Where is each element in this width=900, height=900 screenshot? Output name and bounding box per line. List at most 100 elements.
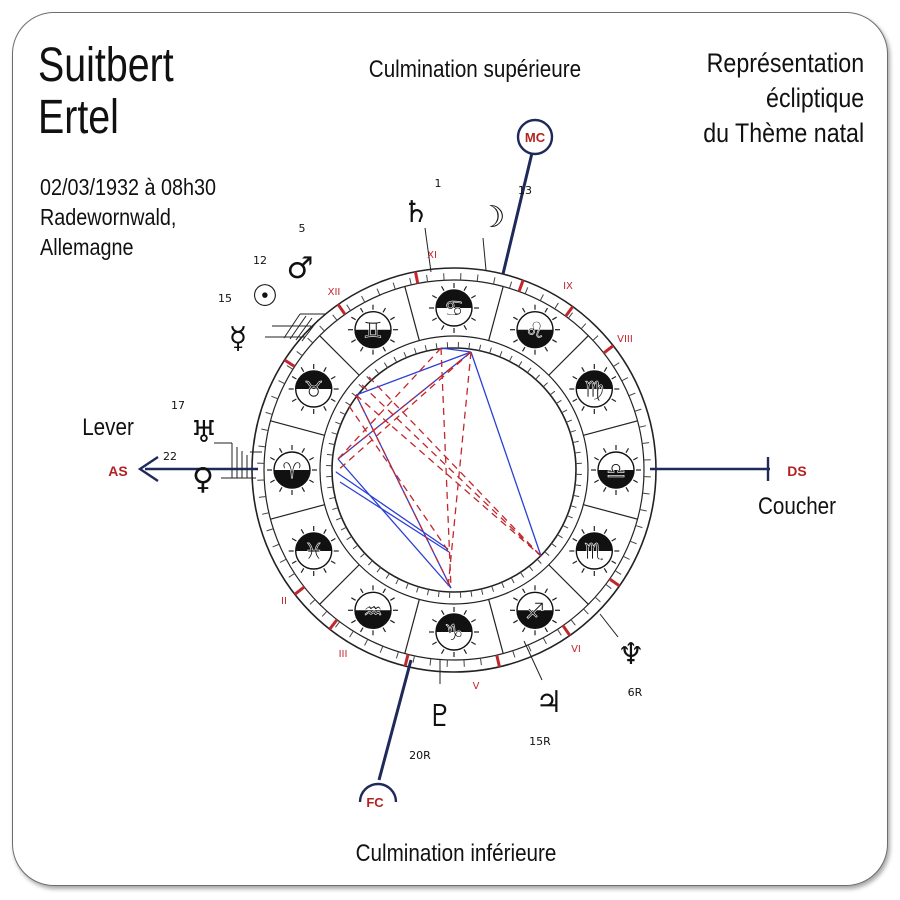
- house-label: XI: [427, 250, 437, 261]
- mars-degree: 5: [299, 222, 306, 235]
- degree-tick: [426, 274, 429, 282]
- degree-tick: [570, 619, 576, 626]
- degree-tick: [575, 484, 582, 487]
- house-label: II: [281, 596, 287, 607]
- sagittarius-sign: ♐: [510, 585, 560, 636]
- subject-first-name: Suitbert: [38, 39, 174, 92]
- degree-tick: [594, 596, 601, 603]
- degree-tick: [258, 445, 266, 448]
- degree-tick: [574, 451, 581, 454]
- aspect-line: [368, 376, 542, 557]
- degree-tick: [561, 409, 568, 414]
- degree-tick: [405, 582, 409, 589]
- degree-tick: [535, 374, 541, 380]
- degree-tick: [374, 368, 380, 375]
- degree-tick: [527, 644, 532, 652]
- pluto-degree: 20R: [409, 749, 431, 762]
- aspect-line: [337, 351, 472, 460]
- aquarius-icon: ♒: [363, 599, 383, 624]
- degree-tick: [639, 425, 647, 428]
- libra-sign: ♎: [591, 445, 641, 495]
- axis-mc-fc: [358, 118, 554, 803]
- degree-tick: [491, 585, 495, 592]
- degree-tick: [286, 365, 294, 370]
- zodiac-signs: ♈♉♊♋♌♍♎♏♐♑♒♓: [267, 283, 641, 657]
- sign-dividers: [270, 286, 638, 654]
- degree-tick: [340, 526, 347, 531]
- degree-tick: [261, 428, 269, 431]
- aquarius-sign: ♒: [348, 585, 398, 636]
- degree-tick: [329, 496, 336, 500]
- degree-tick: [332, 507, 339, 511]
- aspect-line: [348, 405, 450, 553]
- degree-tick: [479, 658, 482, 666]
- degree-tick: [583, 608, 589, 615]
- taurus-icon: ♉: [304, 378, 324, 403]
- degree-tick: [592, 335, 599, 341]
- aspect-line: [339, 481, 450, 553]
- house-cusp-tick: [403, 653, 410, 667]
- moon-degree: 13: [518, 184, 532, 197]
- house-label: III: [339, 649, 348, 660]
- degree-tick: [328, 442, 335, 446]
- degree-tick: [536, 558, 542, 564]
- capricorn-sign: ♑: [429, 607, 479, 657]
- degree-tick: [566, 419, 573, 423]
- birth-place-country: Allemagne: [40, 234, 134, 260]
- saturn-degree: 1: [435, 177, 442, 190]
- degree-tick: [346, 536, 352, 541]
- midheaven-label: MC: [525, 130, 546, 145]
- degree-tick: [544, 551, 550, 557]
- degree-tick: [499, 351, 503, 358]
- degree-tick: [392, 282, 396, 290]
- birth-date: 02/03/1932 à 08h30: [40, 174, 217, 200]
- degree-tick: [527, 367, 532, 373]
- jupiter-icon: ♃: [536, 685, 563, 720]
- planets: ♄ 1 ☽ 13 ♂ 5 ☉ 12 ☿ 15 ♅ 17 ♀ 22 ♆ 6R: [163, 177, 644, 762]
- sign-divider: [404, 286, 420, 341]
- sign-divider: [488, 599, 504, 654]
- uranus-icon: ♅: [191, 415, 218, 450]
- degree-tick: [634, 408, 642, 412]
- moon-glyph: ☽ 13: [479, 184, 532, 235]
- neptune-degree: 6R: [628, 686, 643, 699]
- aspect-line: [355, 351, 472, 396]
- degree-tick: [346, 304, 351, 311]
- chart-card: [12, 12, 888, 886]
- degree-tick: [309, 599, 316, 605]
- cancer-icon: ♋: [444, 297, 464, 322]
- mars-icon: ♂: [287, 251, 314, 286]
- degree-tick: [261, 512, 269, 515]
- degree-tick: [426, 589, 430, 596]
- degree-tick: [271, 395, 279, 400]
- degree-tick: [569, 429, 576, 433]
- degree-tick: [478, 344, 482, 351]
- degree-tick: [572, 440, 579, 444]
- house-labels: XI IX VIII XII II III V VI: [281, 250, 633, 692]
- degree-tick: [489, 347, 492, 354]
- caption-right: Coucher: [758, 493, 837, 520]
- degree-tick: [518, 361, 523, 367]
- moon-icon: ☽: [479, 200, 506, 235]
- saturn-icon: ♄: [403, 195, 430, 230]
- house-cusp-tick: [495, 654, 501, 668]
- leo-icon: ♌: [525, 319, 545, 344]
- degree-tick: [621, 377, 629, 382]
- house-label: IX: [563, 281, 573, 292]
- degree-tick: [321, 610, 328, 617]
- mercury-icon: ☿: [229, 321, 247, 356]
- degree-tick: [567, 312, 573, 319]
- degree-tick: [542, 382, 548, 388]
- degree-tick: [556, 399, 562, 404]
- house-label: VI: [571, 644, 581, 655]
- house-label: V: [473, 681, 480, 692]
- sign-divider: [270, 504, 325, 520]
- degree-tick: [635, 525, 643, 529]
- house-cusp-tick: [564, 305, 574, 318]
- degree-tick: [528, 565, 534, 572]
- birth-place-city: Radewornwald,: [40, 204, 177, 230]
- sign-divider: [319, 564, 360, 605]
- house-cusp-tick: [328, 618, 339, 631]
- aspect-line: [361, 384, 542, 557]
- degree-tick: [509, 281, 513, 289]
